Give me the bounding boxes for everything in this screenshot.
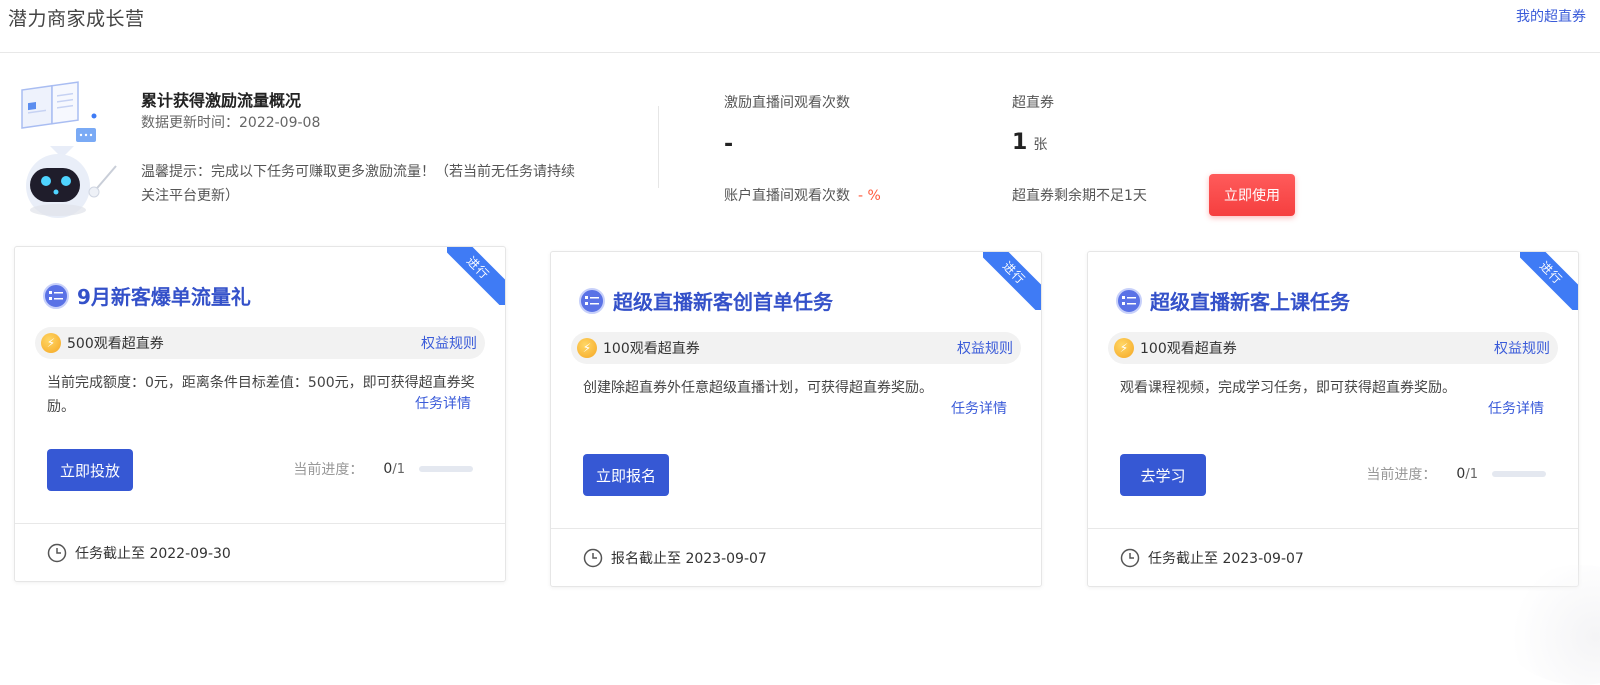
progress: 当前进度： 0/1 [1366, 464, 1546, 484]
card-footer: 任务截止至 2022-09-30 [15, 523, 505, 581]
task-title: 超级直播新客上课任务 [1116, 286, 1350, 315]
coupon-expiry: 超直券剩余期不足1天 [1012, 185, 1147, 205]
rules-link[interactable]: 权益规则 [421, 333, 477, 353]
reward-text: 100观看超直券 [1140, 338, 1237, 358]
account-views-pct: - % [858, 188, 881, 204]
task-title: 9月新客爆单流量礼 [43, 281, 251, 310]
task-list-icon [579, 288, 605, 314]
summary-title: 累计获得激励流量概况 [141, 87, 301, 111]
status-ribbon-label: 进行 [447, 247, 505, 305]
my-coupons-link[interactable]: 我的超直券 [1516, 6, 1586, 26]
task-description: 创建除超直券外任意超级直播计划，可获得超直券奖励。 [583, 376, 1011, 400]
task-card: 进行 9月新客爆单流量礼 ⚡ 500观看超直券 权益规则 当前完成额度：0元，距离… [14, 246, 506, 582]
coupon-label: 超直券 [1012, 92, 1054, 112]
go-study-button[interactable]: 去学习 [1120, 454, 1206, 496]
task-list-icon [43, 283, 69, 309]
task-description: 当前完成额度：0元，距离条件目标差值：500元，即可获得超直券奖励。 [47, 371, 475, 419]
deadline-text: 报名截止至 2023-09-07 [611, 548, 767, 568]
card-footer: 任务截止至 2023-09-07 [1088, 528, 1578, 586]
reward-bar: ⚡ 100观看超直券 权益规则 [1108, 332, 1558, 364]
clock-icon [1120, 548, 1140, 568]
progress-label: 当前进度： [293, 459, 363, 479]
reward-text: 500观看超直券 [67, 333, 164, 353]
status-ribbon-label: 进行 [1520, 252, 1578, 310]
rules-link[interactable]: 权益规则 [957, 338, 1013, 358]
progress-total: /1 [392, 462, 405, 477]
task-title-text: 超级直播新客上课任务 [1150, 286, 1350, 315]
lightning-coin-icon: ⚡ [1114, 338, 1134, 358]
use-now-button[interactable]: 立即使用 [1209, 174, 1295, 216]
task-detail-link[interactable]: 任务详情 [415, 393, 471, 413]
launch-now-button[interactable]: 立即投放 [47, 449, 133, 491]
coupon-value: 1 [1012, 130, 1027, 155]
traffic-summary: 累计获得激励流量概况 数据更新时间：2022-09-08 温馨提示：完成以下任务… [0, 70, 1600, 230]
task-card: 进行 超级直播新客创首单任务 ⚡ 100观看超直券 权益规则 创建除超直券外任意超… [550, 251, 1042, 587]
progress-done: 0 [383, 461, 392, 477]
task-title-text: 超级直播新客创首单任务 [613, 286, 833, 315]
progress-total: /1 [1465, 467, 1478, 482]
progress-label: 当前进度： [1366, 464, 1436, 484]
progress-bar [1492, 471, 1546, 477]
reward-bar: ⚡ 100观看超直券 权益规则 [571, 332, 1021, 364]
progress-done: 0 [1456, 466, 1465, 482]
task-title: 超级直播新客创首单任务 [579, 286, 833, 315]
task-title-text: 9月新客爆单流量礼 [77, 281, 251, 310]
register-now-button[interactable]: 立即报名 [583, 454, 669, 496]
status-ribbon: 进行 [1520, 252, 1578, 310]
status-ribbon: 进行 [447, 247, 505, 305]
lightning-coin-icon: ⚡ [577, 338, 597, 358]
task-description: 观看课程视频，完成学习任务，即可获得超直券奖励。 [1120, 376, 1548, 400]
summary-divider [658, 106, 659, 188]
deadline-text: 任务截止至 2023-09-07 [1148, 548, 1304, 568]
robot-illustration-icon [14, 76, 118, 222]
progress-bar [419, 466, 473, 472]
lightning-coin-icon: ⚡ [41, 333, 61, 353]
incentive-views-value: - [724, 132, 733, 157]
top-bar: 潜力商家成长营 我的超直券 [0, 0, 1600, 53]
deadline-text: 任务截止至 2022-09-30 [75, 543, 231, 563]
account-views-row: 账户直播间观看次数 - % [724, 185, 881, 205]
task-detail-link[interactable]: 任务详情 [951, 398, 1007, 418]
task-card: 进行 超级直播新客上课任务 ⚡ 100观看超直券 权益规则 观看课程视频，完成学习… [1087, 251, 1579, 587]
summary-updated-time: 数据更新时间：2022-09-08 [141, 112, 320, 132]
rules-link[interactable]: 权益规则 [1494, 338, 1550, 358]
incentive-views-label: 激励直播间观看次数 [724, 92, 850, 112]
card-footer: 报名截止至 2023-09-07 [551, 528, 1041, 586]
account-views-label: 账户直播间观看次数 [724, 188, 850, 204]
clock-icon [47, 543, 67, 563]
task-detail-link[interactable]: 任务详情 [1488, 398, 1544, 418]
status-ribbon-label: 进行 [983, 252, 1041, 310]
reward-bar: ⚡ 500观看超直券 权益规则 [35, 327, 485, 359]
clock-icon [583, 548, 603, 568]
page-title: 潜力商家成长营 [8, 4, 145, 31]
reward-text: 100观看超直券 [603, 338, 700, 358]
progress: 当前进度： 0/1 [293, 459, 473, 479]
status-ribbon: 进行 [983, 252, 1041, 310]
summary-tip: 温馨提示：完成以下任务可赚取更多激励流量！（若当前无任务请持续关注平台更新） [141, 160, 581, 208]
task-list-icon [1116, 288, 1142, 314]
coupon-unit: 张 [1033, 137, 1047, 153]
